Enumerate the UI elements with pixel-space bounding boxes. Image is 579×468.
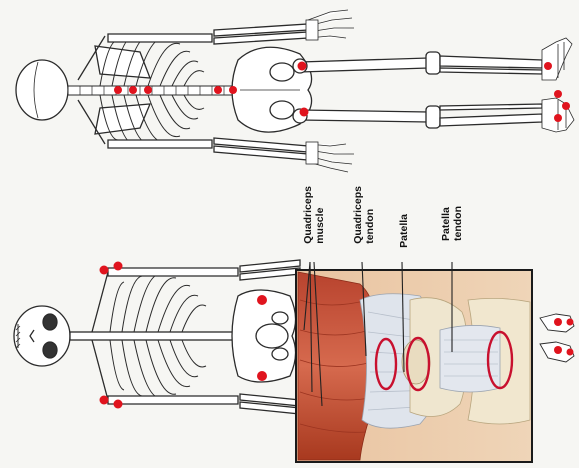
marker — [257, 295, 267, 305]
marker — [214, 86, 222, 94]
marker — [567, 319, 574, 326]
marker — [114, 262, 123, 271]
label-quadriceps-muscle: Quadriceps muscle — [302, 186, 326, 244]
spine — [68, 86, 238, 95]
marker — [100, 396, 109, 405]
femur-right — [300, 110, 428, 122]
label-patella-tendon: Patella tendon — [440, 206, 464, 241]
label-quadriceps-tendon: Quadriceps tendon — [352, 186, 376, 244]
patella-tendon — [440, 325, 500, 392]
marker — [229, 86, 237, 94]
marker — [554, 90, 562, 98]
humerus-left — [108, 34, 212, 42]
skull-front — [14, 306, 70, 366]
posterior-skeleton — [16, 10, 574, 172]
marker — [257, 371, 267, 381]
marker — [144, 86, 152, 94]
hand-left — [306, 10, 354, 40]
marker — [100, 266, 109, 275]
anterior-skeleton — [14, 260, 300, 414]
marker — [562, 102, 570, 110]
label-quadriceps-tendon-line2: tendon — [364, 186, 376, 244]
knee-inset — [296, 262, 532, 462]
foot-left — [542, 38, 572, 80]
marker — [129, 86, 137, 94]
label-patella-tendon-line1: Patella — [440, 206, 452, 241]
scapula-left — [95, 46, 150, 78]
marker — [298, 62, 307, 71]
scapula-right — [95, 104, 150, 134]
marker — [554, 114, 562, 122]
marker — [544, 62, 552, 70]
marker — [554, 346, 562, 354]
marker — [554, 318, 562, 326]
label-patella-tendon-line2: tendon — [452, 206, 464, 241]
hand-right — [306, 142, 354, 172]
marker — [300, 108, 309, 117]
marker — [567, 349, 574, 356]
label-quadriceps-muscle-line1: Quadriceps — [302, 186, 314, 244]
label-quadriceps-muscle-line2: muscle — [314, 186, 326, 244]
label-patella: Patella — [398, 214, 410, 248]
label-patella-text: Patella — [398, 214, 410, 248]
marker — [114, 400, 123, 409]
skull — [16, 60, 68, 120]
label-quadriceps-tendon-line1: Quadriceps — [352, 186, 364, 244]
humerus-right — [108, 140, 212, 148]
marker — [114, 86, 122, 94]
femur-left — [300, 58, 428, 72]
